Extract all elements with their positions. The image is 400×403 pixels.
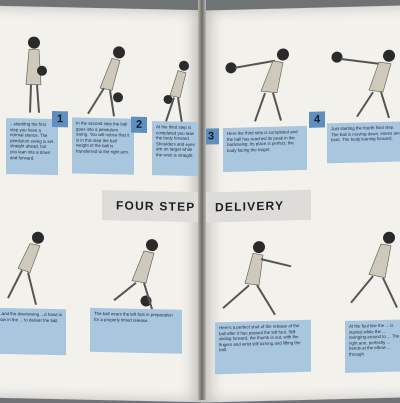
bowler-figure-step2 bbox=[154, 57, 194, 128]
caption-step-2: At the third step is completed you lean … bbox=[152, 121, 202, 177]
caption-foul-line: At the foul line the ... is started whil… bbox=[345, 319, 400, 373]
caption-ball-near-foot: The ball nears the left foot in preparat… bbox=[90, 307, 182, 354]
caption-release: Here's a perfect shot of the release of … bbox=[215, 319, 311, 375]
bowler-figure-standing bbox=[12, 32, 52, 118]
bowler-figure-step4 bbox=[329, 45, 400, 123]
caption-step-1: In the second step the ball goes into a … bbox=[72, 117, 134, 175]
caption-stance: ...standing the first step you have a no… bbox=[6, 118, 58, 176]
step-number-1: 1 bbox=[52, 111, 68, 128]
bowler-figure-backswing-peak bbox=[219, 44, 299, 126]
bowler-figure-downswing bbox=[2, 228, 50, 309]
bowler-figure-foul-line bbox=[345, 227, 400, 313]
caption-downswing: ...and the downswing ...d hand is now in… bbox=[0, 307, 66, 356]
book-gutter bbox=[198, 0, 206, 400]
bowler-figure-step1 bbox=[74, 41, 129, 120]
bowler-figure-release bbox=[215, 236, 307, 322]
caption-step-3: Here the third step is completed and the… bbox=[223, 125, 307, 173]
left-page: ...standing the first step you have a no… bbox=[0, 5, 204, 403]
right-page: 3 Here the third step is completed and t… bbox=[201, 5, 400, 403]
bowler-figure-ball-near-foot bbox=[106, 234, 168, 315]
section-title-left: FOUR STEP bbox=[102, 190, 204, 223]
step-number-2: 2 bbox=[131, 116, 147, 134]
step-number-4: 4 bbox=[309, 111, 325, 128]
caption-step-4: Just starting the fourth final step. The… bbox=[327, 121, 400, 164]
section-title-right: DELIVERY bbox=[201, 189, 311, 223]
